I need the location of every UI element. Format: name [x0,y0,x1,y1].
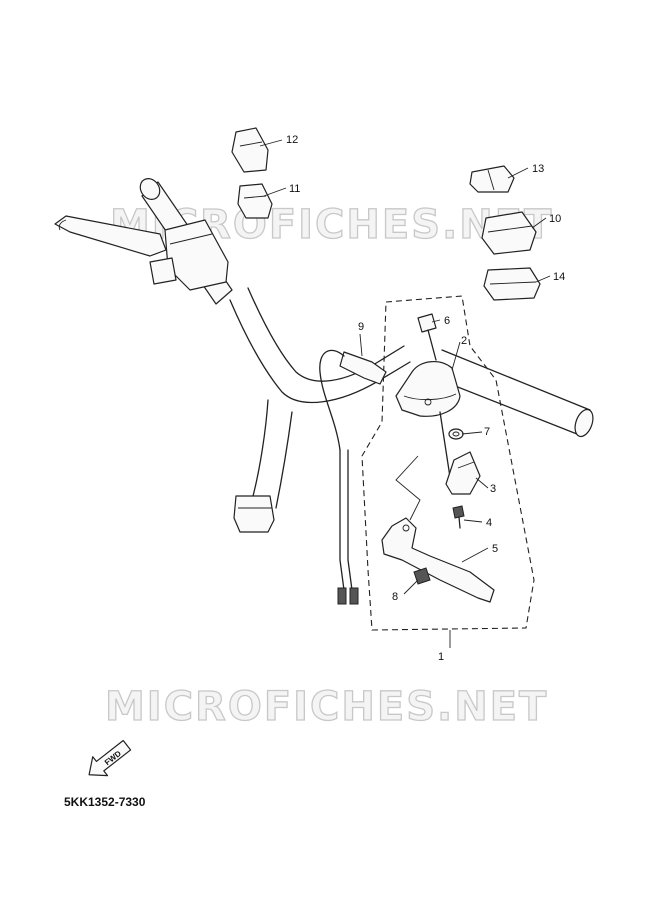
bolt [417,313,437,361]
switch-cover-13 [469,165,515,193]
assembly-outline [361,295,535,631]
switch-cover-11 [237,183,273,219]
brake-lever [381,517,495,603]
callout-10: 10 [549,213,561,225]
callout-7: 7 [484,426,490,438]
callout-9: 9 [358,321,364,333]
callout-1: 1 [438,651,444,663]
callout-12: 12 [286,134,298,146]
handlebar [54,178,594,533]
callout-2: 2 [461,335,467,347]
callout-11: 11 [289,183,300,195]
diagram-code: 5KK1352-7330 [64,795,146,809]
watermark-bottom: MICROFICHES.NET [105,684,548,730]
switch-cover-14 [483,267,541,301]
callout-13: 13 [532,163,544,175]
callout-6: 6 [444,315,450,327]
screw [452,505,465,529]
washer [448,428,464,440]
fwd-arrow-icon: FWD [88,739,132,777]
cable-switch [319,349,387,605]
switch-cover-10 [481,211,537,255]
callout-8: 8 [392,591,398,603]
leader-lines [259,139,551,648]
bracket [445,451,481,495]
callout-4: 4 [486,517,492,529]
callout-5: 5 [492,543,498,555]
callout-3: 3 [490,483,496,495]
callout-14: 14 [553,271,565,283]
switch-cover-12 [231,127,269,173]
leader-holder-lever [395,455,421,521]
